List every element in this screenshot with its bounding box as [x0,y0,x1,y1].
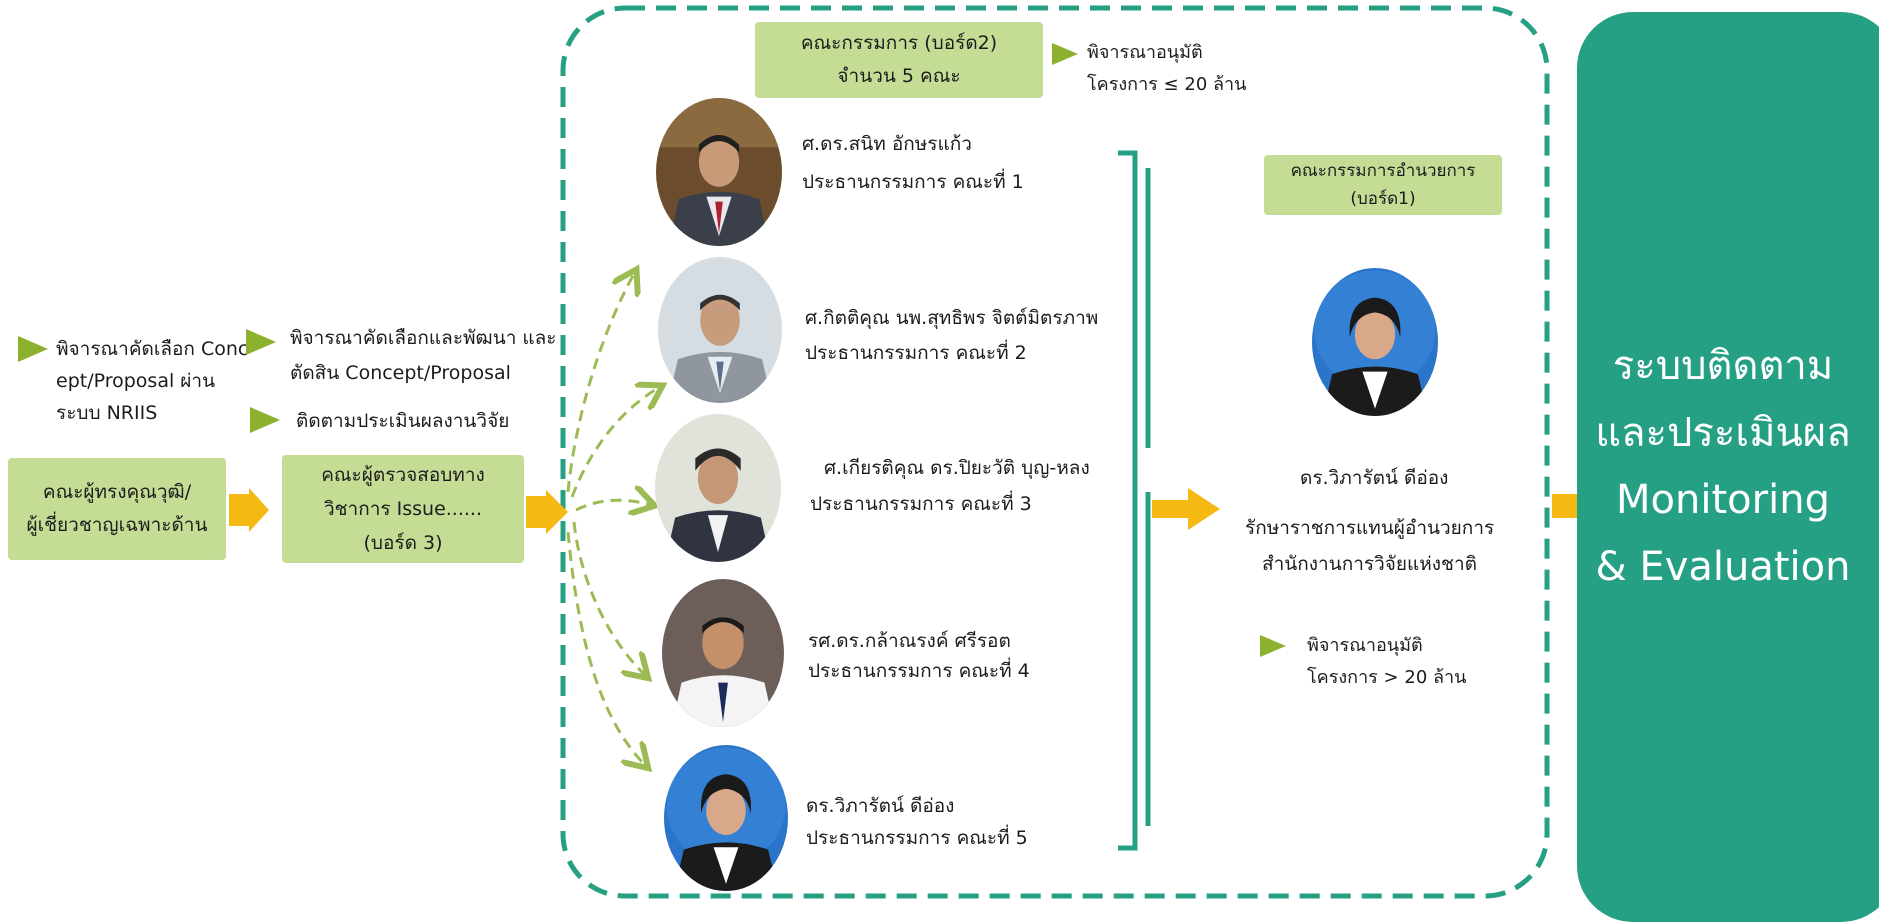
dashed-curve-arrow-icon [566,0,1879,903]
board1-header: คณะกรรมการอำนวยการ (บอร์ด1) [1264,155,1502,215]
bullet-select-concept-line1: พิจารณาคัดเลือก Conc [56,338,249,360]
play-bullet-icon [1052,43,1078,65]
board2-header-line1: คณะกรรมการ (บอร์ด2) [800,32,998,54]
panel-line3: Monitoring [1616,477,1830,523]
chair4-name: รศ.ดร.กล้าณรงค์ ศรีรอต [808,630,1011,652]
board3-box: คณะผู้ตรวจสอบทาง วิชาการ Issue...... (บอ… [282,455,524,563]
board1-director-name: ดร.วิภารัตน์ ดีอ่อง [1300,467,1449,489]
board2-frame [560,5,1550,899]
chair2-name: ศ.กิตติคุณ นพ.สุทธิพร จิตต์มิตรภาพ [805,307,1099,329]
bullet-monitor-research: ติดตามประเมินผลงานวิจัย [296,410,510,432]
board1-header-line1: คณะกรรมการอำนวยการ [1290,161,1476,181]
board1-header-line2: (บอร์ด1) [1350,189,1416,209]
block-arrow-icon [1152,488,1220,530]
person-photo-icon [658,257,782,403]
person-photo-icon [664,745,788,891]
bullet-develop-line1: พิจารณาคัดเลือกและพัฒนา และ [290,327,557,349]
play-bullet-icon [246,329,276,355]
bracket-icon [1118,150,1138,851]
chair3-name: ศ.เกียรติคุณ ดร.ปิยะวัติ บุญ-หลง [824,457,1090,479]
chair3-role: ประธานกรรมการ คณะที่ 3 [810,493,1032,515]
person-photo-icon [656,98,782,246]
board1-note-line1: พิจารณาอนุมัติ [1307,635,1423,656]
chair5-name: ดร.วิภารัตน์ ดีอ่อง [806,795,955,817]
board1-note-line2: โครงการ > 20 ล้าน [1307,667,1467,688]
bullet-select-concept-line2: ept/Proposal ผ่าน [56,370,216,392]
person-photo-icon [1312,268,1438,416]
panel-line1: ระบบติดตาม [1612,343,1834,389]
board3-box-line3: (บอร์ด 3) [363,532,443,554]
board2-header: คณะกรรมการ (บอร์ด2) จำนวน 5 คณะ [755,22,1043,98]
panel-line4: & Evaluation [1595,544,1851,590]
chair1-role: ประธานกรรมการ คณะที่ 1 [802,171,1024,193]
play-bullet-icon [1260,635,1286,657]
board2-note-line1: พิจารณาอนุมัติ [1087,42,1203,63]
person-photo-icon [655,414,781,562]
chair4-role: ประธานกรรมการ คณะที่ 4 [808,660,1030,682]
experts-box-line1: คณะผู้ทรงคุณวุฒิ/ [42,481,192,503]
person-photo-icon [662,579,784,727]
panel-line2: และประเมินผล [1595,410,1851,456]
board2-header-line2: จำนวน 5 คณะ [837,65,961,87]
chair1-name: ศ.ดร.สนิท อักษรแก้ว [802,133,972,155]
board1-title-line2: สำนักงานการวิจัยแห่งชาติ [1262,553,1477,575]
play-bullet-icon [18,336,48,362]
board1-title-line1: รักษาราชการแทนผู้อำนวยการ [1245,517,1495,539]
board3-box-line1: คณะผู้ตรวจสอบทาง [321,464,485,486]
bullet-develop-line2: ตัดสิน Concept/Proposal [290,362,511,384]
chair2-role: ประธานกรรมการ คณะที่ 2 [805,342,1027,364]
play-bullet-icon [250,407,280,433]
board2-note-line2: โครงการ ≤ 20 ล้าน [1087,74,1247,95]
bullet-select-concept-line3: ระบบ NRIIS [56,402,158,424]
block-arrow-icon [229,488,269,532]
board3-box-line2: วิชาการ Issue...... [323,498,483,520]
block-arrow-icon [526,490,568,534]
monitoring-evaluation-panel: ระบบติดตาม และประเมินผล Monitoring & Eva… [1577,12,1879,922]
chair5-role: ประธานกรรมการ คณะที่ 5 [806,827,1028,849]
experts-box: คณะผู้ทรงคุณวุฒิ/ ผู้เชี่ยวชาญเฉพาะด้าน [8,458,226,560]
experts-box-line2: ผู้เชี่ยวชาญเฉพาะด้าน [26,514,208,536]
